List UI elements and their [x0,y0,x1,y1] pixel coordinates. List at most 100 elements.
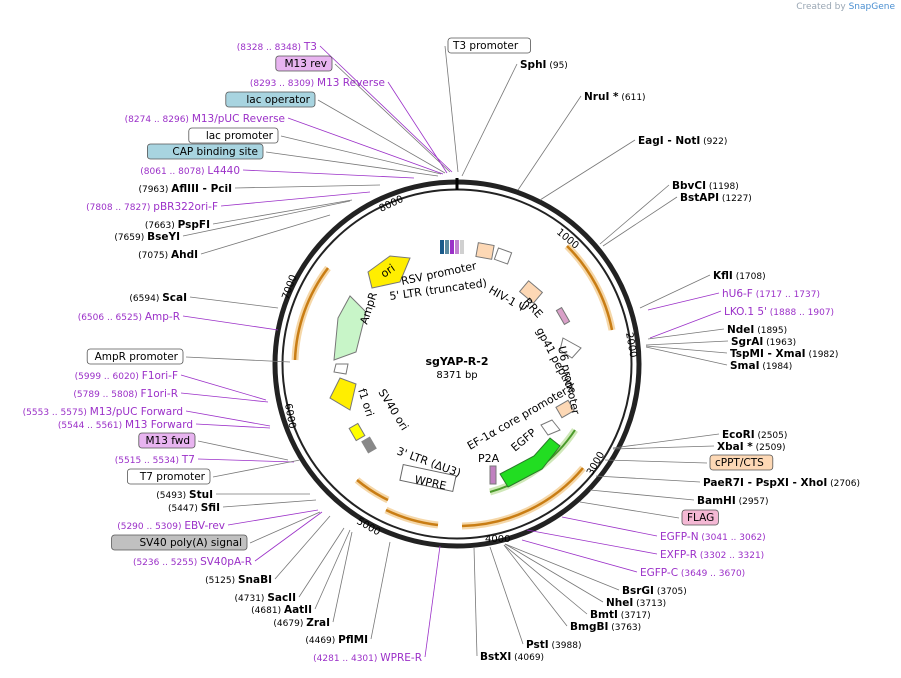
leader-right-1 [461,63,518,177]
leader-right-23 [504,543,604,603]
right-label-24: BmtI (3717) [590,609,651,621]
left-label-26: SV40 poly(A) signal [111,534,248,551]
feature-name: pBR322ori-F [153,201,218,213]
feature-name: BmtI [590,609,618,621]
feature-position: (8061 .. 8078) [140,167,207,177]
left-label-15: AmpR promoter [86,348,184,365]
ampr-arrow [333,295,367,361]
feature-position: (3705) [654,587,687,597]
leader-left-4 [287,117,444,175]
left-label-20: M13 fwd [138,432,196,449]
feature-label: lac promoter [206,130,274,142]
feature-name: PflMI [338,634,368,646]
label-sv40-ori: SV40 ori [375,387,411,433]
feature-name: NheI [606,597,633,609]
feature-box [447,37,531,54]
feature-label: M13 rev [284,58,327,70]
feature-label: BmtI (3717) [590,609,651,621]
feature-position: (1227) [719,194,752,204]
feature-label: (5553 .. 5575) M13/pUC Forward [23,406,183,418]
tick-6000: 6000 [282,403,297,430]
feature-label: (6594) ScaI [129,292,187,304]
right-label-12: SmaI (1984) [730,360,792,372]
leader-right-14 [612,445,715,450]
feature-position: (611) [619,93,646,103]
orange-arc-3 [385,508,439,527]
sv40-polya-box [361,436,377,454]
right-label-25: BmgBI (3763) [570,621,641,633]
feature-label: SV40 poly(A) signal [139,537,242,549]
feature-position: (4681) [251,606,284,616]
feature-position: (5447) [168,504,201,514]
left-label-1: M13 rev [275,55,333,72]
feature-name: PaeR7I - PspXI - XhoI [703,477,827,489]
p2a-box [489,465,497,485]
leader-left-10 [212,199,353,225]
feature-name: BstAPI [680,192,719,204]
leader-right-17 [589,489,695,501]
plasmid-name: sgYAP-R-2 [426,355,489,368]
plasmid-length: 8371 bp [436,370,477,381]
feature-name: SnaBI [238,574,272,586]
feature-label: EcoRI (2505) [722,429,787,441]
right-label-1: SphI (95) [520,59,568,71]
feature-label: (4731) SacII [235,592,296,604]
feature-name: EagI - NotI [638,135,700,147]
ori-arrow [367,255,411,289]
feature-label: T7 promoter [139,471,206,483]
leader-left-22 [212,459,301,478]
feature-name: F1ori-R [141,388,178,400]
leader-left-31 [332,531,353,623]
feature-position: (6506 .. 6525) [78,313,145,323]
leader-left-15 [185,356,291,363]
feature-position: (922) [700,137,727,147]
feature-position: (5544 .. 5561) [58,421,125,431]
leader-left-27 [254,511,323,562]
feature-name: PspFI [178,219,210,231]
right-label-8: LKO.1 5' (1888 .. 1907) [724,306,834,318]
right-label-6: KflI (1708) [713,270,766,282]
feature-position: (5236 .. 5255) [133,558,200,568]
feature-position: (4281 .. 4301) [313,654,380,664]
snapgene-credit: Created by SnapGene [796,2,895,12]
left-label-2: (8293 .. 8309) M13 Reverse [250,77,385,89]
leader-left-29 [298,527,345,598]
right-label-17: BamHI (2957) [697,495,769,507]
feature-name: EGFP-C [640,567,678,579]
feature-position: (7659) [114,233,147,243]
feature-label: (5447) SfiI [168,502,220,514]
feature-name: SgrAI [731,336,763,348]
feature-position: (1198) [706,182,739,192]
orange-arc-2 [461,467,584,528]
feature-position: (2509) [753,443,786,453]
feature-label: (8061 .. 8078) L4440 [140,165,240,177]
feature-name: hU6-F [722,288,753,300]
leader-left-21 [197,458,295,463]
leader-right-3 [539,139,636,201]
feature-position: (95) [546,61,567,71]
feature-position: (1982) [806,350,839,360]
feature-name: NruI * [584,91,619,103]
right-label-9: NdeI (1895) [727,324,787,336]
feature-label: (5544 .. 5561) M13 Forward [58,419,193,431]
leader-right-11 [645,345,728,354]
lac-cluster-2 [445,240,449,254]
feature-position: (1888 .. 1907) [767,308,834,318]
leader-left-16 [180,374,267,401]
feature-name: L4440 [207,165,240,177]
feature-position: (3988) [549,641,582,651]
feature-name: EGFP-N [660,531,699,543]
snapgene-logo: SnapGene [848,2,895,12]
left-label-33: (4281 .. 4301) WPRE-R [313,652,422,664]
tick-4000: 4000 [485,534,510,545]
feature-position: (8274 .. 8296) [125,115,192,125]
gp41-box [555,306,571,326]
feature-position: (1963) [763,338,796,348]
feature-position: (5789 .. 5808) [73,390,140,400]
feature-label: (5236 .. 5255) SV40pA-R [133,556,252,568]
feature-label: SphI (95) [520,59,568,71]
leader-left-1 [334,63,451,173]
feature-name: KflI [713,270,733,282]
